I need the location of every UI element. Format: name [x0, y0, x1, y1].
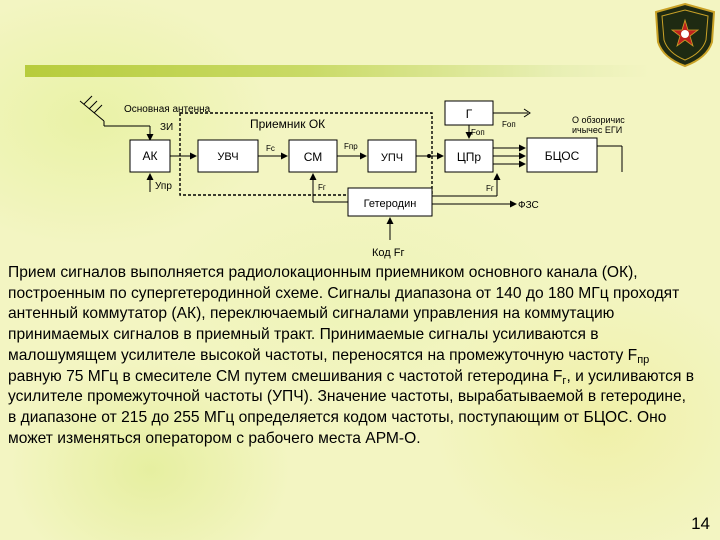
receiver-block-diagram: Основная антенна ЗИ Приемник ОК АК Упр У…	[79, 95, 625, 259]
fop-out-label: Fоп	[502, 120, 516, 129]
upr-label: Упр	[155, 181, 172, 192]
block-cpr	[444, 139, 494, 173]
zi-label: ЗИ	[160, 122, 173, 133]
block-bcos	[526, 137, 598, 173]
ozi-label-line2: ичычес ЕГИ	[572, 125, 622, 135]
fop-g-label: Fоп	[471, 128, 485, 137]
description-part-3: , и усиливаются в усилителе промежуточно…	[8, 367, 695, 447]
block-sm	[288, 139, 338, 173]
block-ak-label: АК	[143, 149, 158, 163]
ozi-label-line1: О обзоричис	[572, 115, 625, 125]
fzs-label: ФЗС	[518, 200, 539, 211]
description-part-1: Прием сигналов выполняется радиолокацион…	[8, 264, 680, 364]
fpr-subscript: пр	[637, 353, 650, 366]
antenna-icon	[79, 95, 154, 141]
description-paragraph: Прием сигналов выполняется радиолокацион…	[8, 263, 698, 449]
block-bcos-label: БЦОС	[545, 149, 580, 163]
block-geterodin	[347, 187, 433, 217]
antenna-label: Основная антенна	[124, 104, 211, 115]
block-cpr-label: ЦПр	[457, 150, 482, 164]
receiver-group-label: Приемник ОК	[250, 117, 325, 131]
block-upch-label: УПЧ	[381, 152, 403, 164]
description-part-2: равную 75 МГц в смесителе СМ путем смеши…	[8, 367, 563, 385]
fg-right-label: Fг	[486, 184, 494, 193]
block-g-label: Г	[466, 107, 473, 121]
fc-label: Fc	[266, 144, 275, 153]
military-shield-emblem-icon	[654, 2, 716, 68]
receiver-group-frame	[179, 112, 433, 196]
fg-subscript: г	[562, 374, 567, 387]
block-uvch-label: УВЧ	[217, 151, 238, 163]
block-geterodin-label: Гетеродин	[364, 198, 417, 210]
kod-fg-label: Код Fг	[372, 247, 405, 259]
title-accent-bar	[25, 65, 650, 77]
fg-left-label: Fг	[318, 183, 326, 192]
block-sm-label: СМ	[304, 150, 323, 164]
page-number: 14	[691, 514, 710, 533]
fpr-label: Fпр	[344, 142, 358, 151]
